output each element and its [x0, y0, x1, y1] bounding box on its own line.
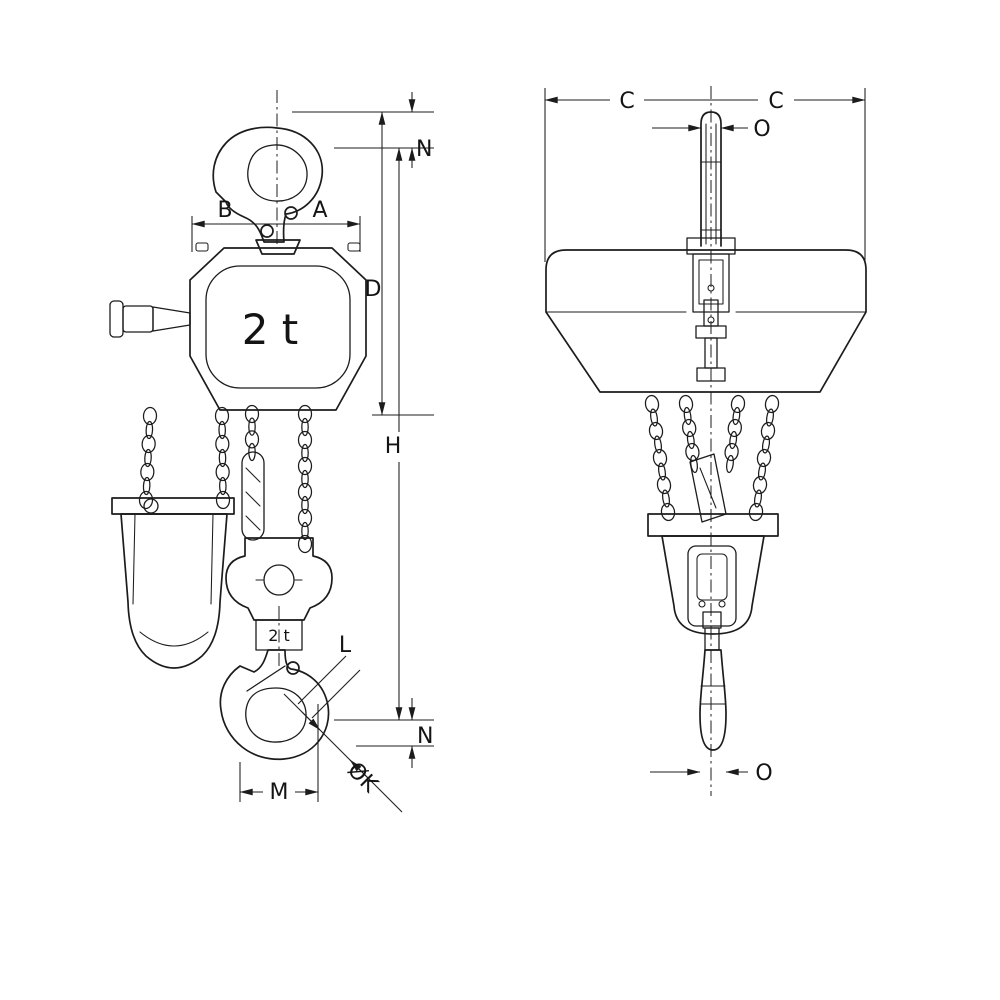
dim-label-a: A	[312, 198, 327, 223]
side-chain-inner-left	[678, 394, 700, 474]
dim-label-d: D	[365, 277, 382, 302]
suspension-bracket	[686, 237, 736, 382]
hand-chain-left-strand	[138, 406, 158, 510]
side-handle	[109, 300, 191, 338]
dim-label-o-top: O	[753, 117, 770, 142]
container-side	[647, 513, 779, 635]
dimension-c: C C	[544, 88, 866, 262]
dimension-k: ØK	[283, 693, 403, 813]
side-chain-inner-right	[724, 394, 746, 474]
chain-container	[111, 497, 235, 669]
dimension-n-top: N	[292, 92, 434, 168]
dim-label-k: ØK	[342, 758, 383, 799]
dim-label-m: M	[270, 780, 289, 805]
front-view: 2 t	[109, 90, 367, 761]
dimension-o-bottom: O	[650, 761, 773, 786]
dim-label-n-top: N	[416, 137, 432, 162]
dim-label-c-left: C	[619, 89, 634, 114]
angled-connector-plate	[689, 453, 727, 523]
hook-blade-side	[699, 649, 727, 751]
hoist-body	[189, 242, 367, 411]
side-chain-outer-right	[748, 394, 780, 522]
load-chain-right-fall	[297, 404, 313, 554]
hook-clevis	[255, 239, 301, 255]
dim-label-c-right: C	[768, 89, 783, 114]
top-hook	[212, 126, 324, 243]
dimension-n-bottom: N	[356, 698, 434, 768]
chain-end-connector	[241, 451, 265, 541]
dimension-o-top: O	[652, 117, 771, 142]
hand-chain-right-strand	[214, 406, 231, 510]
capacity-label: 2 t	[242, 305, 299, 354]
side-view: C C O O	[544, 86, 867, 796]
body-side-profile	[545, 249, 867, 393]
dimension-h: H	[334, 147, 434, 721]
dim-label-b: B	[217, 198, 232, 223]
dim-label-o-bottom: O	[755, 761, 772, 786]
dimensions-front: N B A D H N	[191, 92, 434, 813]
dim-label-n-bottom: N	[417, 724, 433, 749]
dimension-d: D	[365, 111, 434, 416]
dim-label-l: L	[339, 633, 352, 658]
bottom-hook	[219, 649, 330, 761]
dim-label-h: H	[385, 434, 402, 459]
top-shank	[700, 111, 722, 247]
side-chain-outer-left	[644, 394, 676, 522]
dimension-l: L	[297, 633, 361, 719]
bottom-hook-block	[225, 537, 333, 621]
dimension-b-a: B A	[191, 198, 361, 252]
